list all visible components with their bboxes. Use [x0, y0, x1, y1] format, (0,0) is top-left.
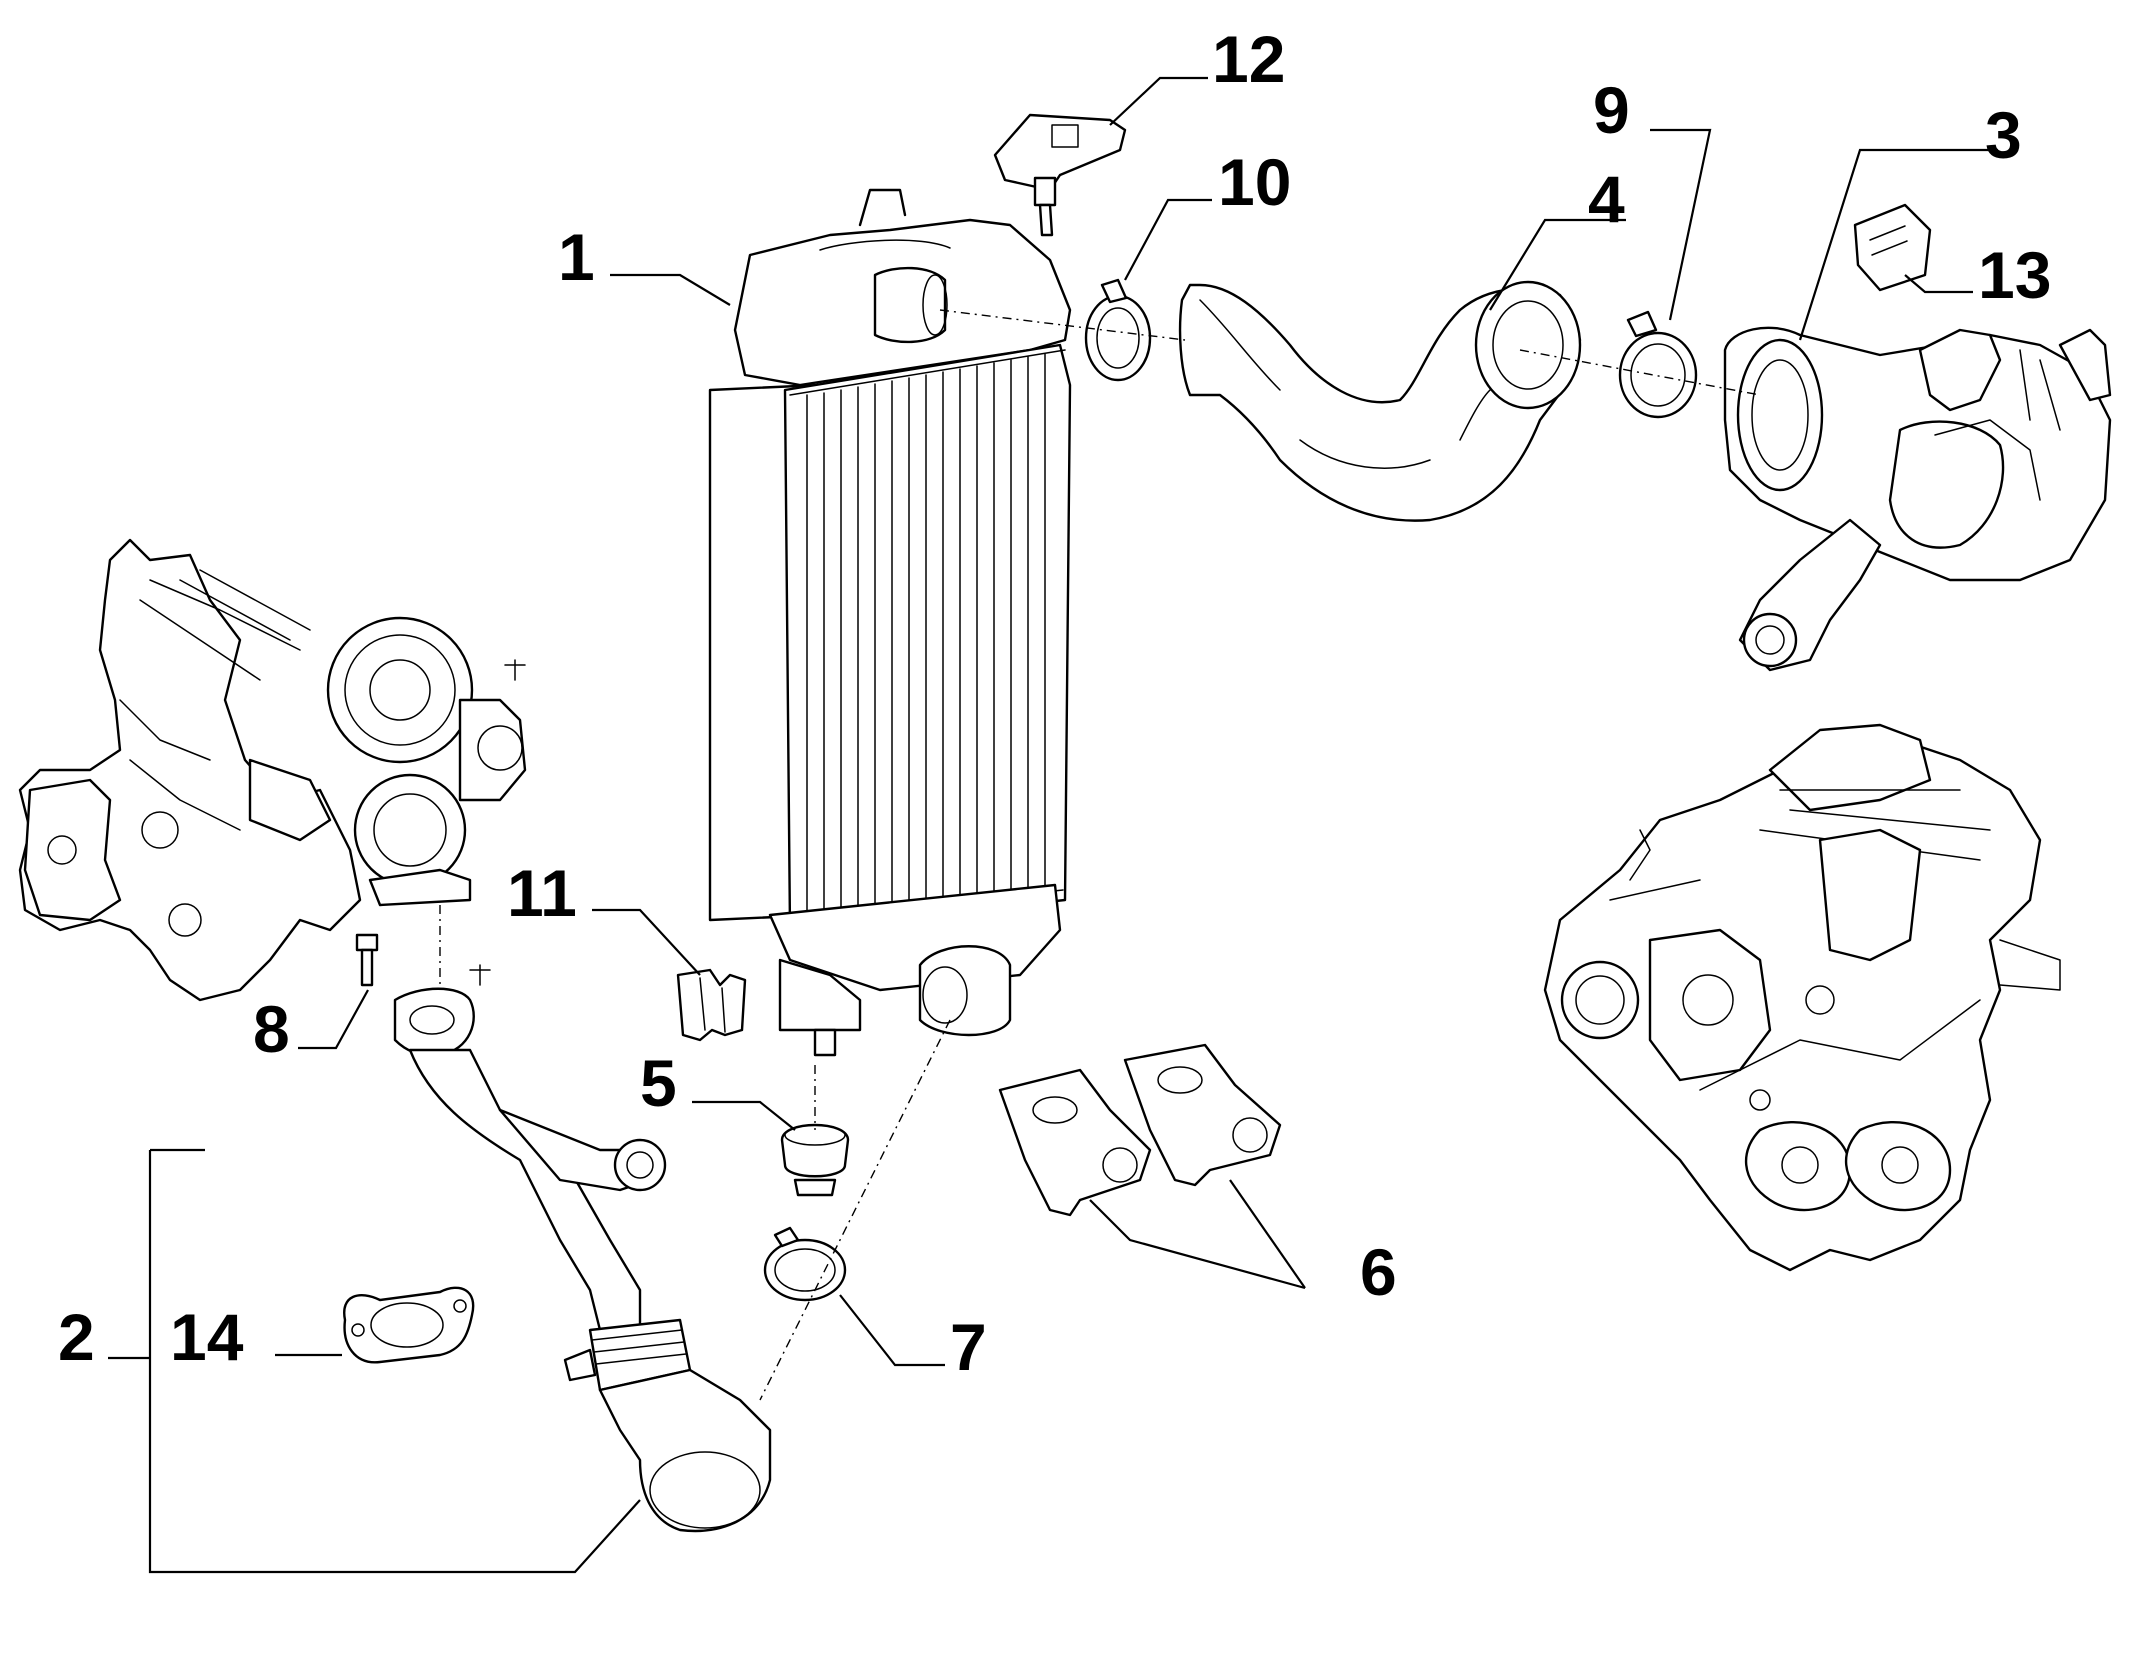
- callout-4: 4: [1588, 162, 1625, 236]
- leader-7: [839, 1294, 945, 1367]
- callout-1: 1: [558, 220, 595, 294]
- bolt: [355, 933, 379, 987]
- callout-3: 3: [1985, 98, 2022, 172]
- inlet-pipe: [393, 964, 772, 1533]
- intercooler: [708, 188, 1072, 1057]
- callout-11: 11: [507, 856, 577, 930]
- callout-13: 13: [1978, 238, 2051, 312]
- leader-6b: [1229, 1179, 1306, 1289]
- leader-lines: [108, 76, 1998, 1574]
- temperature-sensor: [1853, 203, 1932, 292]
- leader-12: [1109, 76, 1208, 126]
- leader-2: [148, 1150, 641, 1574]
- leader-8: [298, 989, 369, 1050]
- leader-10: [1124, 198, 1212, 281]
- callout-12: 12: [1212, 22, 1285, 96]
- hose-clamp-upper-right: [1618, 310, 1698, 419]
- callout-labels: 1 2 3 4 5 6 7 8 9 10 11 12 13 14: [58, 22, 2051, 1384]
- retaining-clip: [676, 968, 747, 1042]
- intake-manifold-assembly: [1543, 723, 2061, 1272]
- leader-1: [610, 273, 731, 306]
- turbocharger-assembly: [18, 538, 527, 1002]
- leader-4: [1489, 218, 1626, 311]
- callout-14: 14: [170, 1300, 244, 1374]
- callout-9: 9: [1593, 73, 1630, 147]
- pressure-sensor: [993, 113, 1127, 237]
- leader-5: [692, 1100, 796, 1131]
- leader-6a: [1089, 1199, 1306, 1290]
- callout-6: 6: [1360, 1235, 1397, 1309]
- callout-2: 2: [58, 1300, 95, 1374]
- leader-9: [1650, 128, 1712, 321]
- callout-5: 5: [640, 1046, 677, 1120]
- gasket: [343, 1286, 475, 1364]
- drain-plug: [780, 1123, 850, 1197]
- assembly-lines: [439, 309, 1761, 1401]
- hose: [1178, 280, 1582, 522]
- callout-7: 7: [950, 1310, 987, 1384]
- leader-3: [1798, 148, 1998, 341]
- hose-clamp-lower: [763, 1226, 847, 1302]
- leader-11: [592, 908, 701, 976]
- intake-duct: [1723, 326, 2112, 672]
- hose-clamp-upper-left: [1084, 278, 1152, 382]
- leader-13: [1904, 274, 1973, 294]
- callout-10: 10: [1218, 145, 1291, 219]
- callout-8: 8: [253, 992, 290, 1066]
- mounting-brackets: [998, 1043, 1282, 1217]
